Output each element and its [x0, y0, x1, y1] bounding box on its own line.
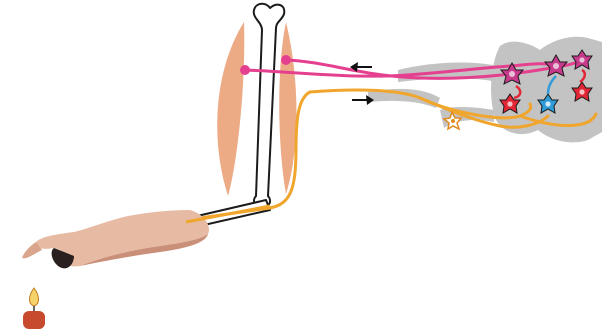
- flame: [30, 288, 39, 306]
- candle-flame: [23, 288, 45, 329]
- muscle-front-belly: [217, 22, 244, 196]
- motor-end-plate-1: [242, 67, 249, 74]
- direction-arrows: [350, 62, 374, 105]
- ganglion-nucleus: [451, 119, 455, 123]
- motor-end-plate-2: [283, 57, 290, 64]
- candle-body: [23, 311, 45, 329]
